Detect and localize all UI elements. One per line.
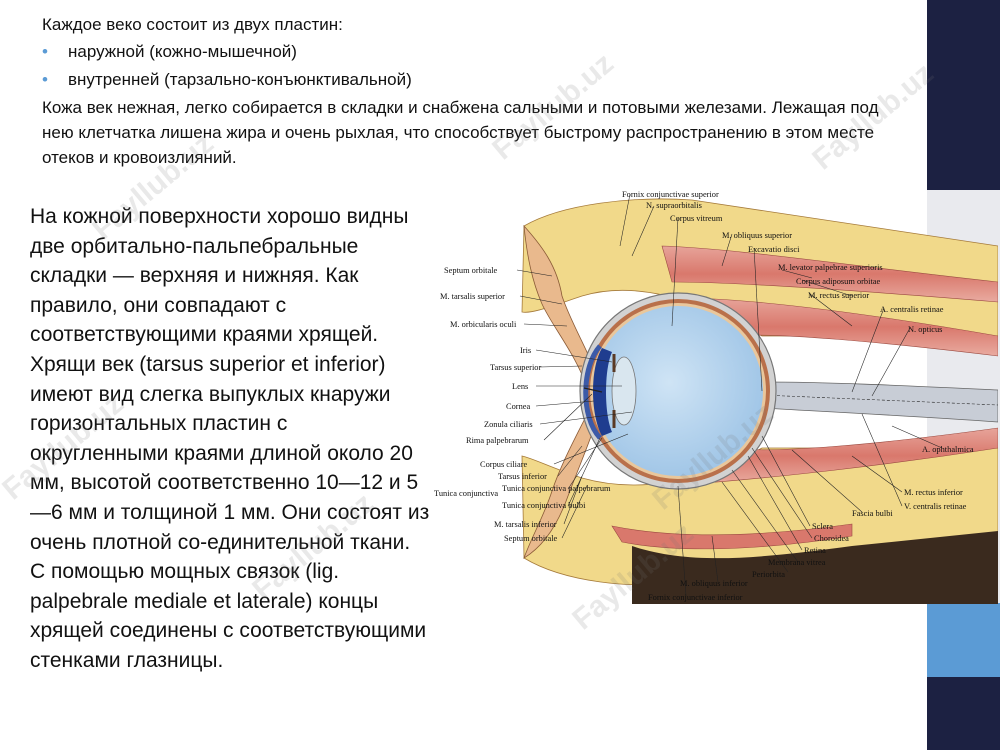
label-tarsus-superior: Tarsus superior [490, 363, 541, 372]
label-membrana-vitrea: Membrana vitrea [768, 558, 826, 567]
rima-gap [583, 387, 603, 393]
label-excavatio-disci: Excavatio disci [748, 245, 800, 254]
label-tunica-palpebrarum: Tunica conjunctiva palpebrarum [502, 484, 611, 493]
label-periorbita: Periorbita [752, 570, 785, 579]
label-corpus-adiposum: Corpus adiposum orbitae [796, 277, 880, 286]
bullet-dot-icon: • [42, 42, 48, 61]
label-lens: Lens [512, 382, 528, 391]
label-retina: Retina [804, 546, 826, 555]
rectus-inferior-muscle [691, 427, 998, 485]
folds-paragraph: На кожной поверхности хорошо видны две о… [30, 205, 409, 347]
label-a-centralis-retinae: A. centralis retinae [880, 305, 944, 314]
label-septum-orbitale-superior: Septum orbitale [444, 266, 498, 275]
bullet-text: внутренней (тарзально-конъюнктивальной) [68, 70, 412, 89]
bullet-text: наружной (кожно-мышечной) [68, 42, 297, 61]
tarsus-paragraph: Хрящи век (tarsus superior et inferior) … [30, 352, 430, 672]
label-m-obliquus-inferior: M. obliquus inferior [680, 579, 748, 588]
label-corpus-ciliare: Corpus ciliare [480, 460, 527, 469]
label-levator: M. levator palpebrae superioris [778, 263, 883, 272]
label-fornix-superior: Fornix conjunctivae superior [622, 190, 719, 199]
label-m-rectus-inferior: M. rectus inferior [904, 488, 963, 497]
label-tunica-conjunctiva: Tunica conjunctiva [434, 489, 498, 498]
label-m-tarsalis-superior: M. tarsalis superior [440, 292, 505, 301]
leader-lines [516, 193, 943, 597]
bullet-dot-icon: • [42, 70, 48, 89]
intro-line: Каждое веко состоит из двух пластин: [42, 15, 343, 34]
levator-muscle [661, 245, 998, 303]
rectus-superior-muscle [691, 297, 998, 357]
sidebar-navy-bottom [927, 677, 1000, 750]
cornea-shape [583, 344, 602, 440]
lens-shape [611, 356, 637, 426]
label-v-centralis-retinae: V. centralis retinae [904, 502, 967, 511]
label-zonula-ciliaris: Zonula ciliaris [484, 420, 533, 429]
anterior-chamber [593, 348, 612, 436]
label-a-ophthalmica: A. ophthalmica [922, 445, 974, 454]
central-retinal-vessel [761, 394, 998, 406]
label-n-supraorbitalis: N. supraorbitalis [646, 201, 702, 210]
label-m-orbicularis-oculi: M. orbicularis oculi [450, 320, 517, 329]
label-rima-palpebrarum: Rima palpebrarum [466, 436, 529, 445]
label-sclera: Sclera [812, 522, 833, 531]
label-septum-orbitale-inferior: Septum orbitale [504, 534, 558, 543]
label-cornea: Cornea [506, 402, 530, 411]
vitreous-body [593, 306, 763, 476]
eye-diagram: Fornix conjunctivae superior N. supraorb… [434, 190, 998, 604]
label-tunica-bulbi: Tunica conjunctiva bulbi [502, 501, 586, 510]
left-text-block: На кожной поверхности хорошо видны две о… [30, 202, 430, 676]
bullet-item-inner: • внутренней (тарзально-конъюнктивальной… [42, 67, 912, 92]
sidebar-blue-band [927, 603, 1000, 677]
label-n-opticus: N. opticus [908, 325, 942, 334]
label-fornix-inferior: Fornix conjunctivae inferior [648, 593, 743, 602]
label-iris: Iris [520, 346, 531, 355]
obliquus-inferior-muscle [611, 523, 853, 550]
skin-paragraph: Кожа век нежная, легко собирается в скла… [42, 98, 879, 167]
label-tarsus-inferior: Tarsus inferior [498, 472, 547, 481]
eye-section-figure: Fornix conjunctivae superior N. supraorb… [432, 186, 998, 604]
top-text-block: Каждое веко состоит из двух пластин: • н… [42, 12, 912, 170]
sidebar-navy-top [927, 0, 1000, 190]
orbit-floor [632, 531, 998, 604]
label-fascia-bulbi: Fascia bulbi [852, 509, 893, 518]
label-choroidea: Choroidea [814, 534, 849, 543]
optic-nerve [761, 381, 998, 423]
label-m-tarsalis-inferior: M. tarsalis inferior [494, 520, 557, 529]
label-m-rectus-superior: M. rectus superior [808, 291, 869, 300]
label-corpus-vitreum: Corpus vitreum [670, 214, 723, 223]
bullet-item-outer: • наружной (кожно-мышечной) [42, 39, 912, 64]
label-m-obliquus-superior: M. obliquus superior [722, 231, 792, 240]
